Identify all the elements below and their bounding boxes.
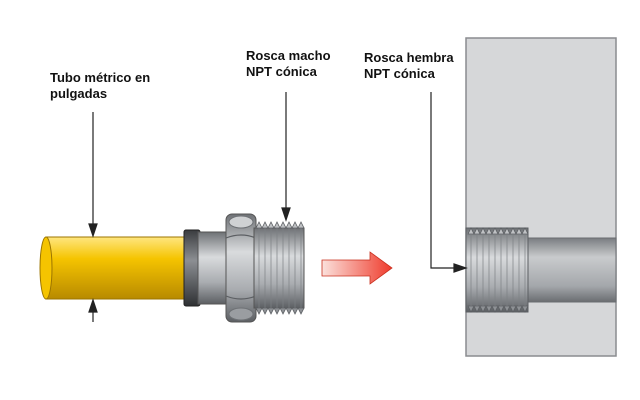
wall-bore xyxy=(527,237,617,303)
female-thread-teeth xyxy=(467,227,529,313)
female-thread-label-line-2: NPT cónica xyxy=(364,66,435,81)
female-thread-label: Rosca hembra NPT cónica xyxy=(364,50,454,82)
female-thread-leader-line xyxy=(430,92,468,273)
male-thread-label-line-2: NPT cónica xyxy=(246,64,317,79)
female-thread-label-line-1: Rosca hembra xyxy=(364,50,454,65)
tube-label-line-1: Tubo métrico en xyxy=(50,70,151,85)
male-thread xyxy=(253,221,305,315)
male-thread-label: Rosca macho NPT cónica xyxy=(246,48,331,80)
tube-label: Tubo métrico en pulgadas xyxy=(50,70,150,102)
tube-leader-line xyxy=(88,112,98,322)
fitting-body xyxy=(197,231,229,305)
male-thread-leader-line xyxy=(281,92,291,222)
hex-nut xyxy=(225,213,257,323)
tube-label-line-2: pulgadas xyxy=(50,86,108,101)
yellow-tube xyxy=(39,236,187,300)
female-thread xyxy=(465,227,529,313)
male-thread-label-line-1: Rosca macho xyxy=(246,48,331,63)
male-thread-teeth xyxy=(255,221,305,315)
direction-arrow xyxy=(321,251,393,285)
